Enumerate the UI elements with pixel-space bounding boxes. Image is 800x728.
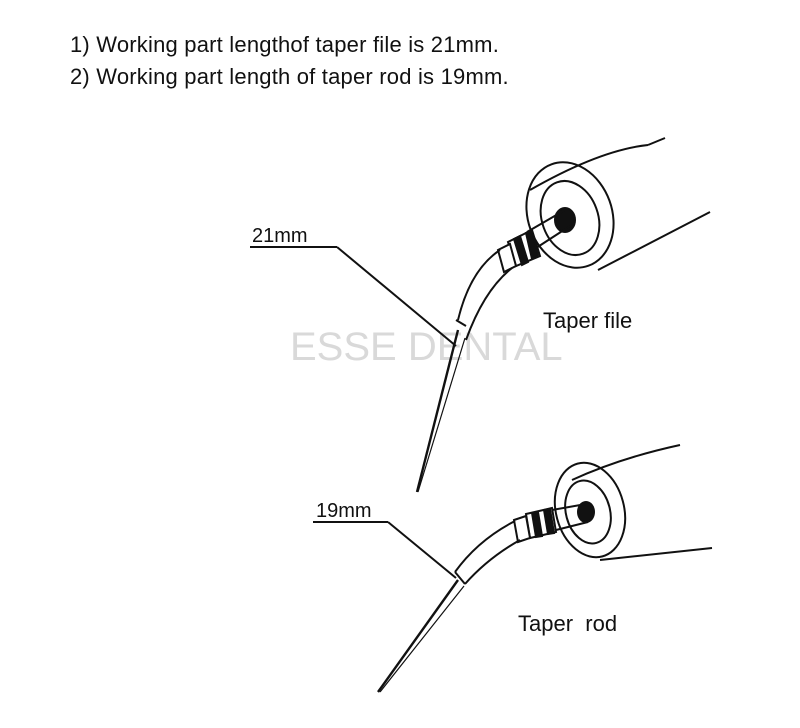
rod-length-leader — [313, 521, 457, 579]
taper-rod-illustration — [377, 444, 713, 693]
note-file-length: 1) Working part lengthof taper file is 2… — [70, 32, 500, 57]
watermark: ESSE DENTAL — [290, 325, 563, 369]
file-length-label: 21mm — [252, 225, 308, 247]
note-rod-length: 2) Working part length of taper rod is 1… — [70, 64, 509, 89]
rod-length-label: 19mm — [316, 500, 372, 522]
file-length-leader — [250, 246, 457, 347]
file-name-label: Taper file — [543, 308, 632, 333]
taper-file-illustration — [415, 137, 711, 493]
rod-name-label: Taper rod — [518, 611, 617, 636]
